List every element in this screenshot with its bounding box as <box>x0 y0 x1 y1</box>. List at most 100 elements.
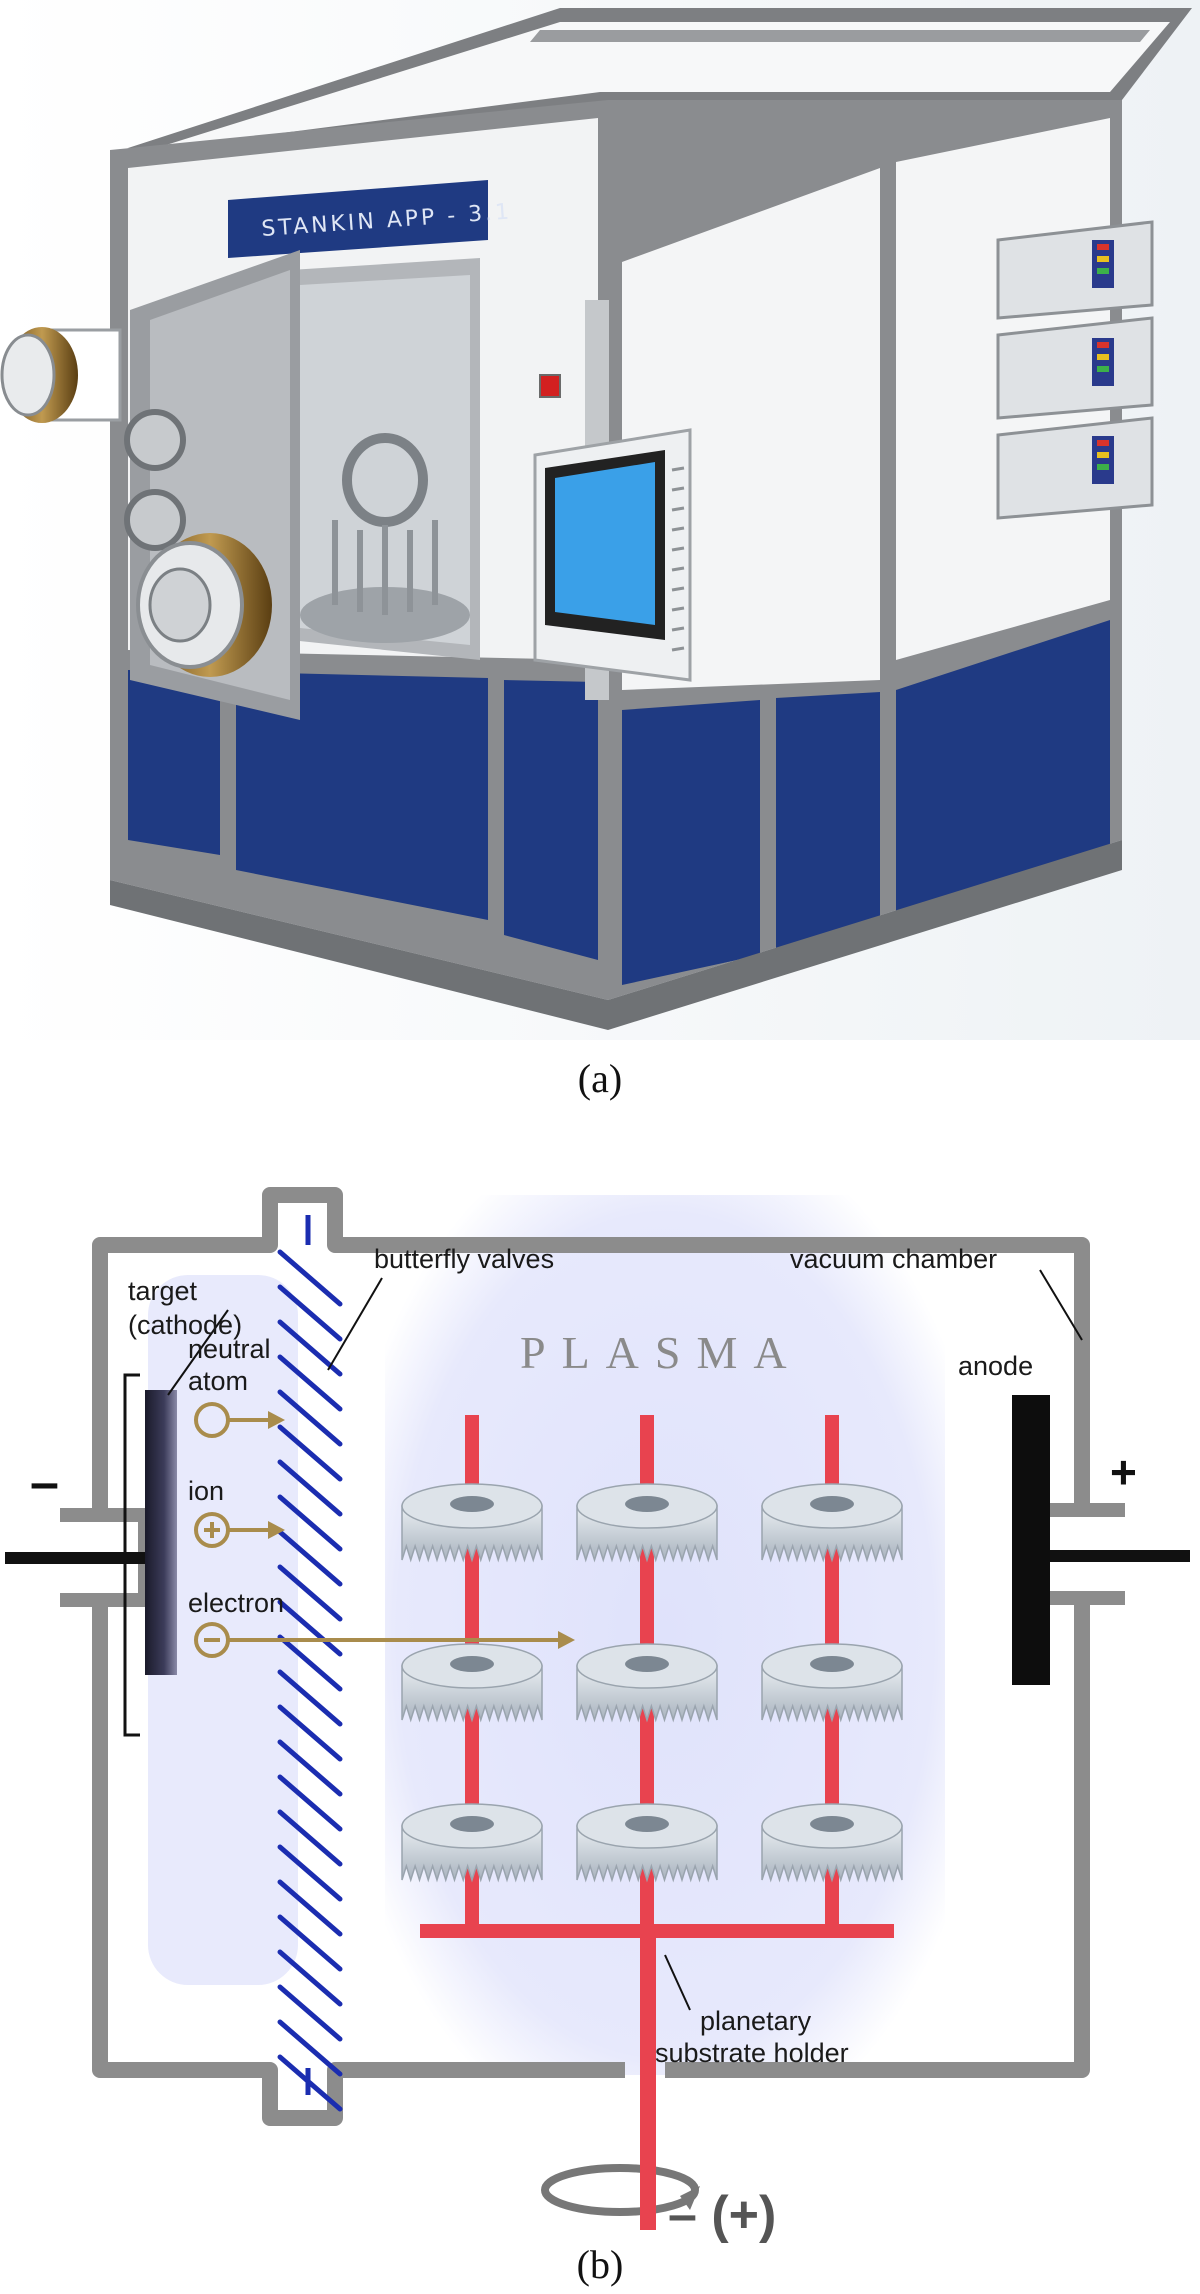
butterfly-valve-blade <box>277 1564 343 1622</box>
substrate-gears <box>401 1483 903 1883</box>
gear-bore <box>450 1656 494 1672</box>
substrate-gear <box>576 1803 718 1883</box>
label-bottom-polarity: – (+) <box>668 2186 776 2244</box>
power-supply-rack <box>996 220 1154 520</box>
substrate-gear <box>576 1643 718 1723</box>
butterfly-valve-blade <box>277 1249 343 1307</box>
butterfly-valve-blade <box>277 1284 343 1342</box>
caption-b: (b) <box>577 2242 624 2287</box>
gear-bore <box>450 1816 494 1832</box>
chamber-fixture-ring <box>342 433 428 527</box>
butterfly-valve-blade <box>277 1949 343 2007</box>
butterfly-valve-blade <box>277 1389 343 1447</box>
rack-unit-2-indicators <box>1092 338 1114 386</box>
label-butterfly-valves: butterfly valves <box>374 1244 554 1274</box>
door-flange-center <box>148 567 212 643</box>
gear-bore <box>450 1496 494 1512</box>
butterfly-valve-blade <box>277 1634 343 1692</box>
substrate-gear <box>761 1483 903 1563</box>
front-navy-panel-3 <box>504 680 598 960</box>
label-substrate-holder: substrate holder <box>655 2038 849 2068</box>
panel-a-machine-rendering: STANKIN APP - 3.1 <box>0 0 1200 1040</box>
gear-bore <box>625 1496 669 1512</box>
butterfly-valve-blade <box>277 1914 343 1972</box>
rack-green-leds <box>1097 268 1109 470</box>
substrate-gear <box>761 1803 903 1883</box>
label-cathode: (cathode) <box>128 1310 242 1340</box>
butterfly-valve-blade <box>277 1704 343 1762</box>
substrate-gear <box>761 1643 903 1723</box>
butterfly-valve-blade <box>277 1354 343 1412</box>
label-ion: ion <box>188 1476 224 1506</box>
holder-crossbar <box>420 1924 894 1938</box>
substrate-gear <box>401 1643 543 1723</box>
label-atom: atom <box>188 1366 248 1396</box>
butterfly-valve-blade <box>277 1669 343 1727</box>
gear-bore <box>810 1496 854 1512</box>
butterfly-valve-blade <box>277 1739 343 1797</box>
roof-panel <box>150 22 1170 150</box>
leader-chamber <box>1039 1269 1083 1341</box>
label-plus-right: + <box>1110 1446 1137 1498</box>
caption-a: (a) <box>578 1056 622 1101</box>
anode-plate <box>1012 1395 1050 1685</box>
leader-target <box>167 1309 229 1396</box>
butterfly-valve-blade <box>277 1809 343 1867</box>
rotation-arrowhead <box>680 2186 700 2210</box>
substrate-gear <box>401 1803 543 1883</box>
roof-seam <box>530 30 1150 42</box>
brand-plate <box>228 180 488 258</box>
door-port-1 <box>124 409 186 471</box>
species-arrowheads <box>268 1411 575 1649</box>
label-minus-left: – <box>30 1454 59 1512</box>
monitor-vents <box>671 466 685 652</box>
butterfly-valve-blade <box>277 1494 343 1552</box>
butterfly-valve-blade <box>277 1879 343 1937</box>
rack-unit-3 <box>996 416 1154 520</box>
rack-yellow-leds <box>1097 256 1109 458</box>
label-planetary: planetary <box>700 2006 812 2036</box>
front-navy-panel-1 <box>128 670 220 855</box>
species-arrows <box>194 1402 560 1658</box>
rack-unit-1-indicators <box>1092 240 1114 288</box>
panel-b-schematic: target (cathode) butterfly valves vacuum… <box>5 1187 1190 2244</box>
rack-red-leds <box>1097 244 1109 446</box>
butterfly-valve-blade <box>277 1459 343 1517</box>
gear-bore <box>810 1656 854 1672</box>
chamber-interior <box>300 275 470 645</box>
side-flange <box>0 333 56 417</box>
front-navy-panel-2 <box>236 672 488 920</box>
rack-unit-1 <box>996 220 1154 320</box>
butterfly-valve-blade <box>277 1599 343 1657</box>
butterfly-valve-blade <box>277 2019 343 2077</box>
gear-bore <box>625 1656 669 1672</box>
door-port-2 <box>124 489 186 551</box>
cathode-target <box>145 1390 177 1675</box>
butterfly-valve-blade <box>277 1774 343 1832</box>
label-anode: anode <box>958 1351 1033 1381</box>
butterfly-valve-blade <box>277 1424 343 1482</box>
butterfly-valve-blade <box>277 1529 343 1587</box>
gear-bore <box>625 1816 669 1832</box>
holder-shaft-lower <box>640 2140 656 2230</box>
cathode-bracket <box>123 1373 140 1737</box>
emergency-stop-button[interactable] <box>539 374 561 398</box>
butterfly-valve-blade <box>277 1844 343 1902</box>
leader-holder <box>664 1954 691 2011</box>
label-target: target <box>128 1276 198 1306</box>
monitor-screen <box>555 462 655 625</box>
label-vacuum-chamber: vacuum chamber <box>790 1244 997 1274</box>
leader-lines <box>167 1269 1083 2011</box>
leader-valves <box>327 1277 383 1371</box>
substrate-gear <box>576 1483 718 1563</box>
substrate-gear <box>401 1483 543 1563</box>
side-navy-panel-2 <box>776 692 880 948</box>
label-electron: electron <box>188 1588 284 1618</box>
label-plasma: PLASMA <box>520 1327 803 1378</box>
gear-bore <box>810 1816 854 1832</box>
base-frame <box>110 840 1122 1030</box>
butterfly-valve-blade <box>277 1984 343 2042</box>
label-neutral: neutral <box>188 1334 271 1364</box>
side-navy-panel-1 <box>622 700 760 985</box>
